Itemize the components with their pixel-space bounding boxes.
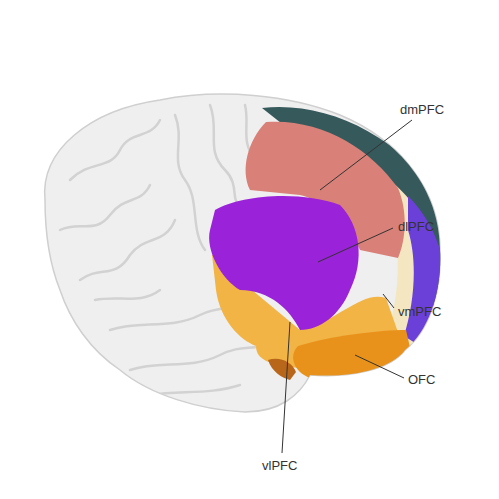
region-label: vmPFC (398, 304, 441, 319)
region-label: OFC (408, 372, 435, 387)
ofc-dark-edge (268, 359, 296, 380)
leader-line (318, 228, 393, 262)
region-label: vlPFC (262, 458, 297, 473)
leader-line (355, 355, 404, 378)
leader-lines (282, 120, 412, 453)
leader-line (282, 322, 290, 453)
dlpfc-region (209, 196, 359, 330)
brain-regions (60, 105, 455, 395)
leader-line (320, 120, 412, 190)
ofc-region (293, 330, 412, 378)
leader-line (383, 294, 394, 308)
region-label: dlPFC (398, 219, 434, 234)
region-label: dmPFC (400, 102, 444, 117)
vmpfc-region (404, 196, 444, 346)
